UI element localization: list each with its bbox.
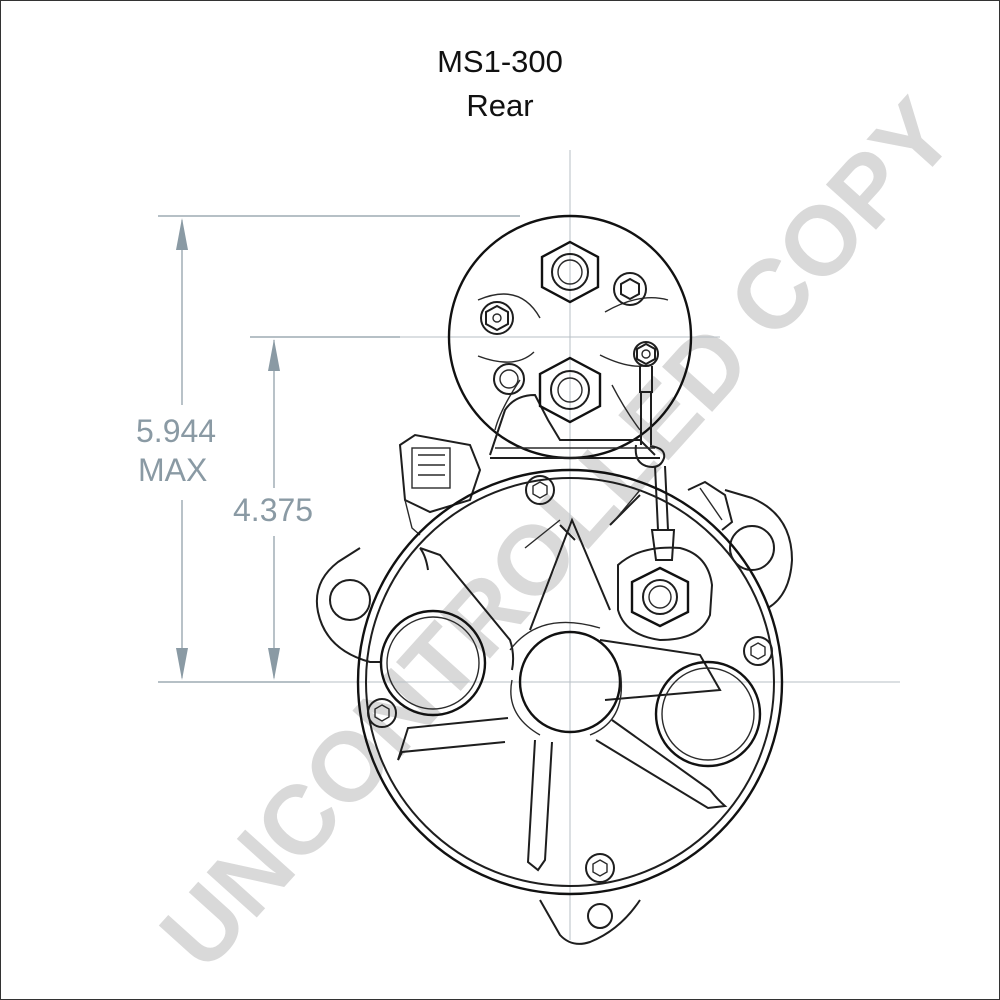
solenoid-terminal-mtr: [538, 356, 602, 424]
centerlines: [300, 150, 900, 940]
overall-height-qualifier: MAX: [138, 452, 208, 488]
connector-bracket-left: [398, 433, 482, 536]
dimension-5944: [158, 215, 520, 683]
end-plate-ribs: [397, 489, 728, 872]
part-number-title: MS1-300: [437, 44, 563, 79]
through-bolt-top: [525, 475, 555, 505]
uncontrolled-copy-watermark: UNCONTROLLED COPY: [139, 78, 975, 989]
solenoid-terminal-i: [613, 272, 647, 306]
mount-height-value: 4.375: [233, 492, 314, 528]
brush-window-right: [654, 660, 762, 768]
solenoid-terminal-s: [480, 301, 514, 335]
dimension-4375: [250, 336, 400, 680]
solenoid-terminal-bat: [540, 240, 600, 304]
central-boss: [509, 621, 623, 736]
overall-height-value: 5.944: [136, 413, 217, 449]
solenoid-bracket: [489, 393, 660, 459]
view-label: Rear: [466, 88, 534, 123]
mounting-flange: [316, 489, 794, 945]
through-bolt-left: [367, 698, 397, 728]
motor-housing: [356, 468, 784, 896]
solenoid-small-stud: [493, 363, 525, 395]
through-bolt-bottom: [585, 853, 615, 883]
brush-window-left: [379, 609, 487, 717]
connector-bracket-right: [687, 480, 734, 531]
through-bolt-right: [743, 636, 773, 666]
field-terminal-stud: [617, 546, 714, 642]
